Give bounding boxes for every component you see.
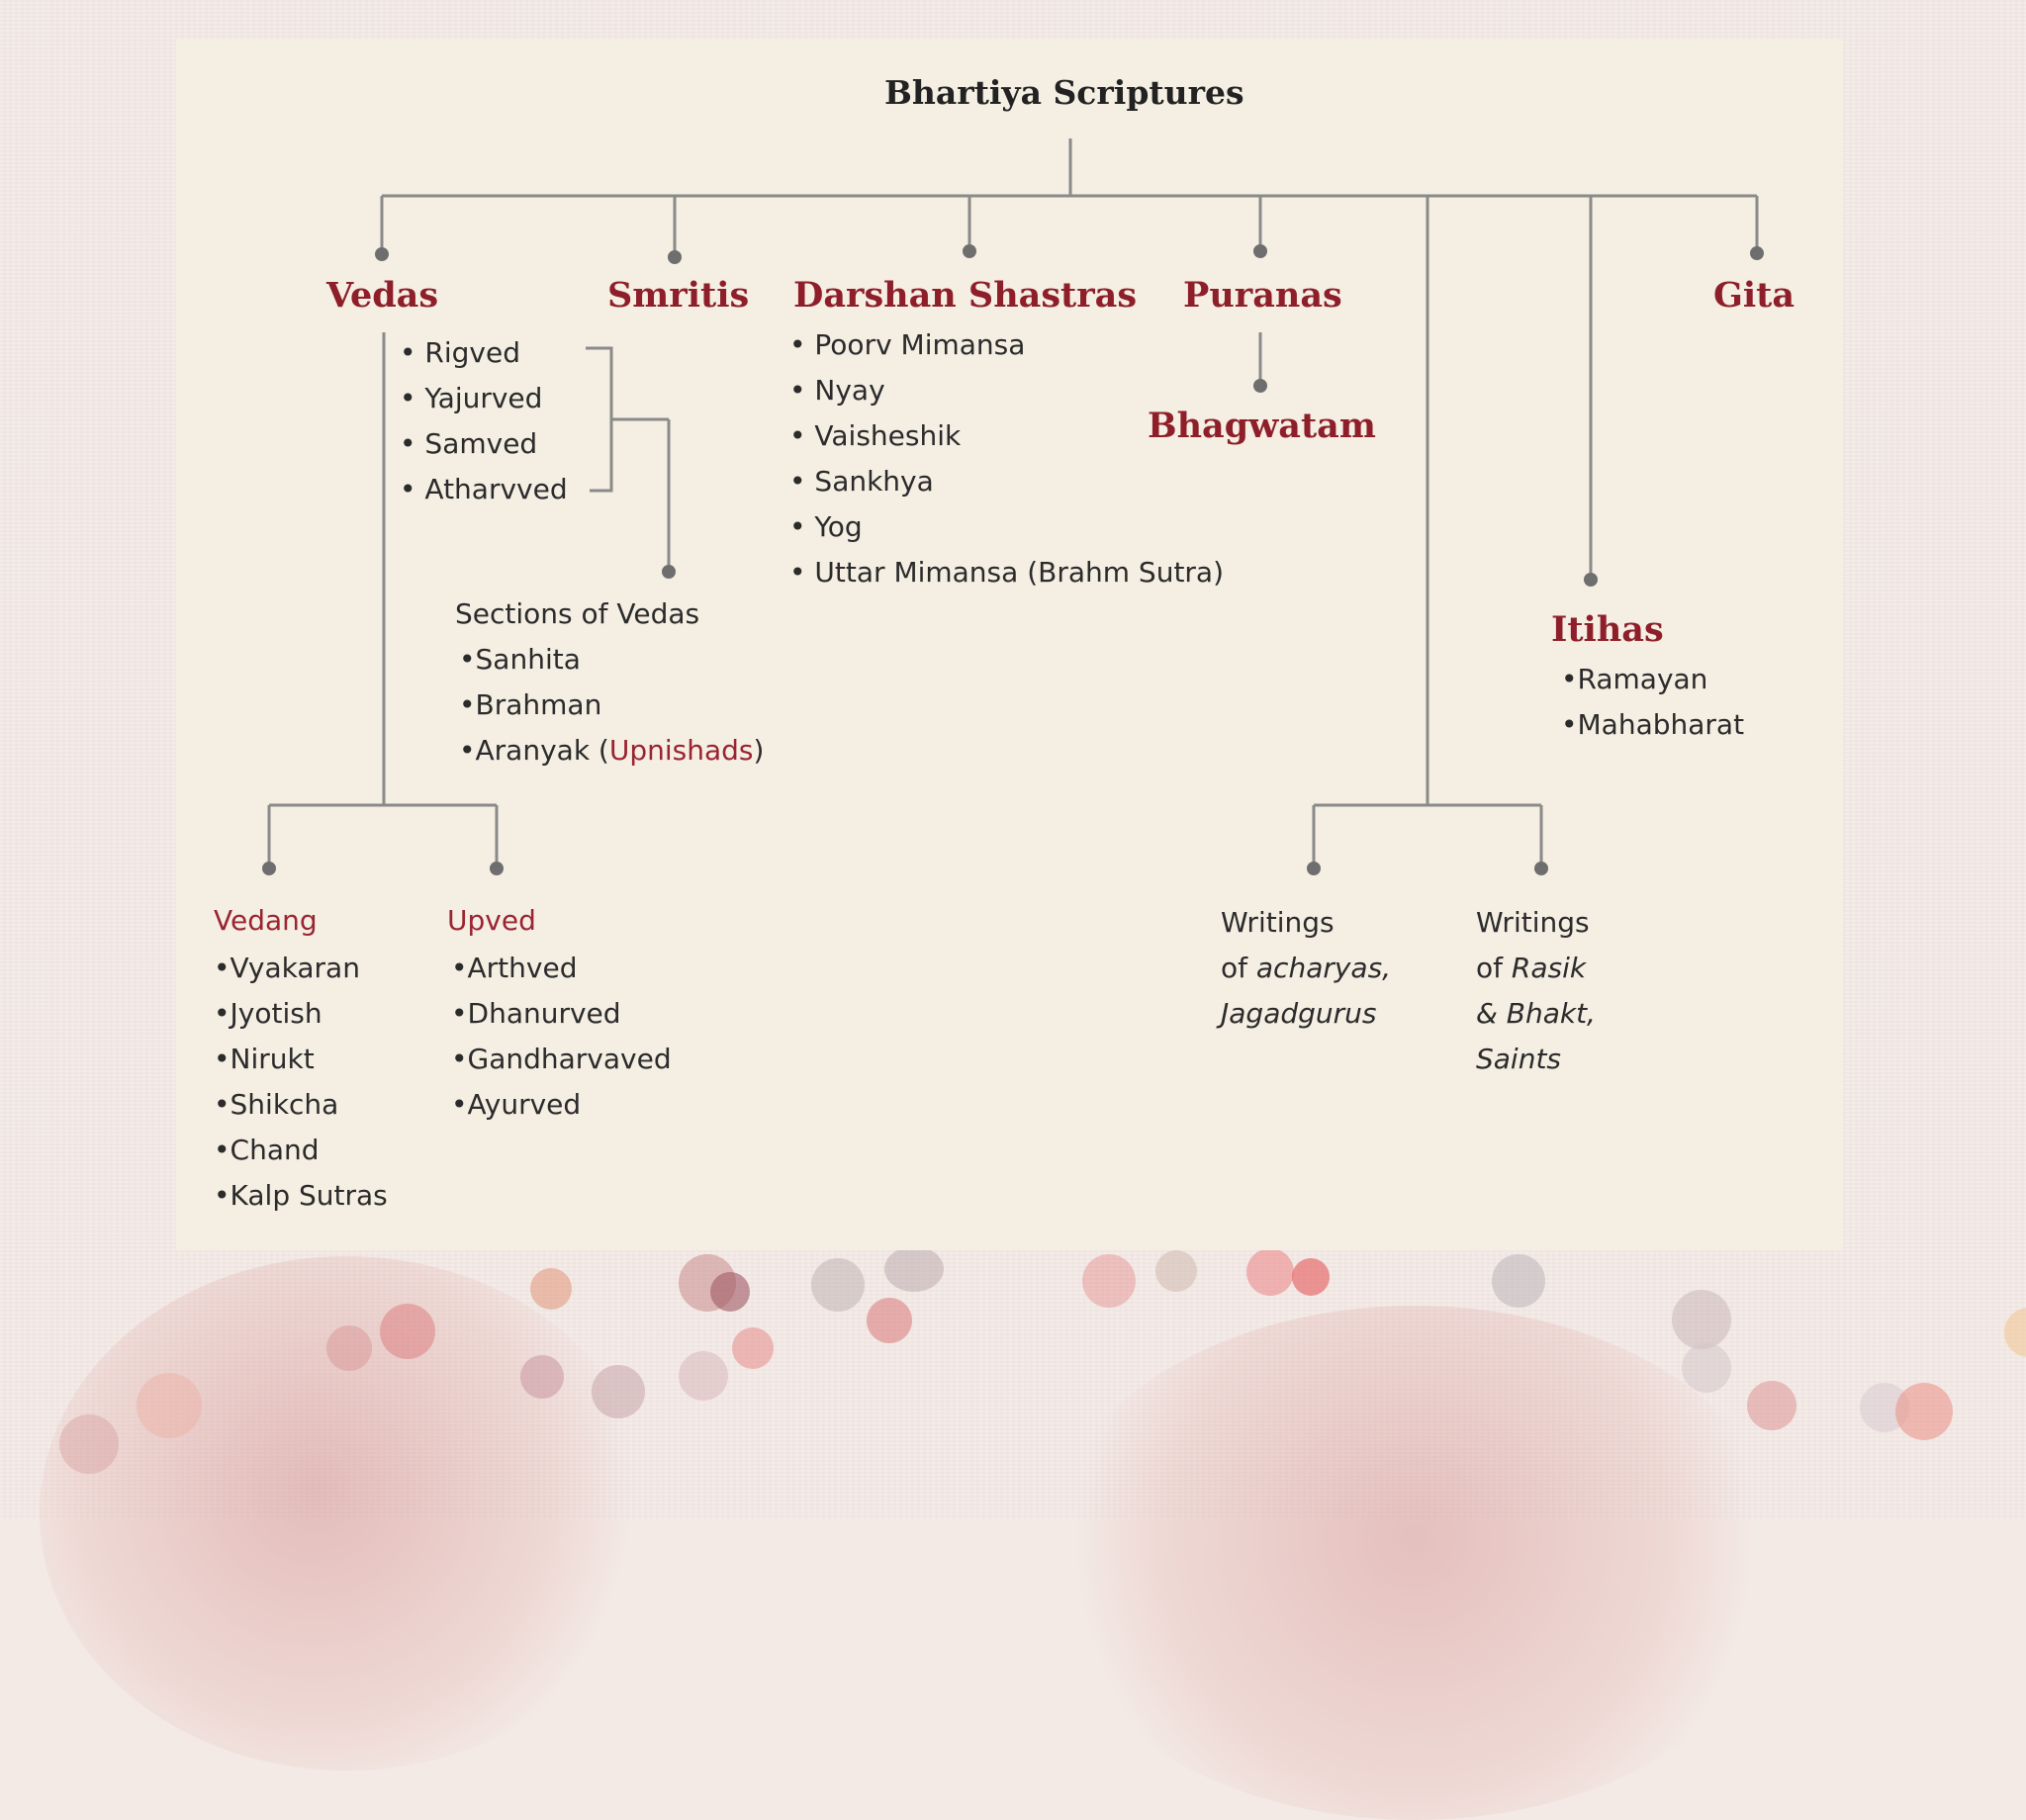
list-item: • Nyay	[789, 374, 885, 407]
list-item: • Samved	[400, 427, 538, 460]
node-puranas: Puranas	[1183, 275, 1342, 316]
list-item: •Dhanurved	[451, 997, 621, 1030]
sections-heading: Sections of Vedas	[455, 597, 700, 630]
list-item: • Poorv Mimansa	[789, 328, 1026, 361]
list-item: •Vyakaran	[214, 952, 360, 984]
upved-list: •Arthved •Dhanurved •Gandharvaved •Ayurv…	[451, 946, 672, 1128]
diagram-panel	[176, 40, 1843, 1250]
node-smritis: Smritis	[607, 275, 750, 316]
vedang-list: •Vyakaran •Jyotish •Nirukt •Shikcha •Cha…	[214, 946, 388, 1219]
list-item: •Brahman	[459, 688, 602, 721]
list-item: • Sankhya	[789, 465, 934, 498]
list-item: •Gandharvaved	[451, 1043, 672, 1075]
node-writings-acharyas: Writings of acharyas, Jagadgurus	[1221, 906, 1392, 1030]
list-item: •Nirukt	[214, 1043, 315, 1075]
list-item: •Shikcha	[214, 1088, 339, 1121]
node-bhagwatam: Bhagwatam	[1148, 406, 1376, 446]
node-gita: Gita	[1713, 275, 1796, 316]
list-item: • Uttar Mimansa (Brahm Sutra)	[789, 556, 1225, 589]
list-item: •Chand	[214, 1134, 320, 1166]
list-item: •Sanhita	[459, 643, 581, 676]
list-item: •Aranyak (Upnishads)	[459, 734, 765, 767]
node-upved: Upved	[447, 904, 536, 937]
list-item: • Yog	[789, 510, 863, 543]
list-item: • Rigved	[400, 336, 520, 369]
node-vedas: Vedas	[326, 275, 439, 316]
list-item: • Yajurved	[400, 382, 543, 414]
list-item: • Atharvved	[400, 473, 568, 505]
list-item: •Arthved	[451, 952, 578, 984]
list-item: •Mahabharat	[1561, 708, 1745, 741]
list-item: •Ramayan	[1561, 663, 1708, 695]
node-darshan-shastras: Darshan Shastras	[793, 275, 1138, 316]
diagram-title: Bhartiya Scriptures	[884, 73, 1244, 112]
list-item: •Kalp Sutras	[214, 1179, 388, 1212]
itihas-list: •Ramayan •Mahabharat	[1561, 657, 1744, 748]
node-itihas: Itihas	[1551, 609, 1664, 650]
list-item: • Vaisheshik	[789, 419, 962, 452]
list-item: •Ayurved	[451, 1088, 582, 1121]
list-item: •Jyotish	[214, 997, 322, 1030]
node-writings-rasik: Writings of Rasik & Bhakt, Saints	[1476, 906, 1596, 1075]
vedas-list: • Rigved • Yajurved • Samved • Atharvved	[400, 330, 568, 512]
darshan-list: • Poorv Mimansa • Nyay • Vaisheshik • Sa…	[789, 322, 1224, 595]
upnishads-highlight: Upnishads	[608, 734, 754, 767]
connector-lines	[262, 138, 1764, 875]
node-vedang: Vedang	[214, 904, 318, 937]
sections-of-vedas: Sections of Vedas •Sanhita •Brahman •Ara…	[455, 592, 764, 774]
